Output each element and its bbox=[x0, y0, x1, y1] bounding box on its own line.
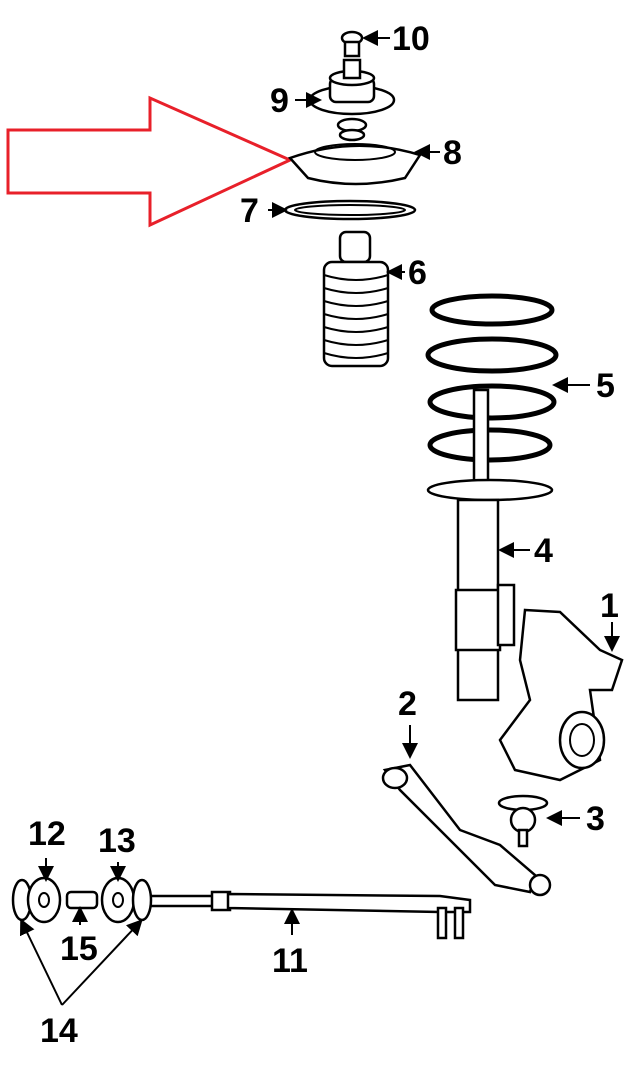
callout-11: 11 bbox=[272, 942, 308, 980]
part-7-insulator bbox=[268, 199, 417, 221]
part-5-coil-spring bbox=[425, 293, 590, 463]
part-15-sleeve bbox=[65, 890, 99, 910]
part-2-lower-control-arm bbox=[381, 725, 552, 897]
part-8-spring-seat bbox=[287, 143, 440, 186]
part-6-dust-boot bbox=[322, 230, 405, 368]
callout-15: 15 bbox=[60, 930, 98, 968]
part-11-strut-rod bbox=[148, 890, 472, 940]
part-4-strut bbox=[426, 388, 554, 702]
part-10-nut bbox=[340, 30, 390, 58]
part-9-strut-mount bbox=[295, 58, 396, 142]
callout-6: 6 bbox=[408, 254, 427, 292]
highlight-arrow bbox=[6, 95, 294, 228]
callout-13: 13 bbox=[98, 822, 136, 860]
callout-1: 1 bbox=[600, 587, 619, 625]
callout-12: 12 bbox=[28, 815, 66, 853]
part-1-steering-knuckle bbox=[498, 608, 624, 782]
callout-7: 7 bbox=[240, 192, 259, 230]
part-12-bushing bbox=[26, 876, 62, 924]
part-14-washer-right bbox=[131, 878, 153, 922]
part-3-ball-joint bbox=[497, 794, 580, 848]
callout-3: 3 bbox=[586, 800, 605, 838]
callout-8: 8 bbox=[443, 134, 462, 172]
callout-10: 10 bbox=[392, 20, 430, 58]
callout-4: 4 bbox=[534, 532, 553, 570]
callout-5: 5 bbox=[596, 367, 615, 405]
callout-14: 14 bbox=[40, 1012, 78, 1050]
part-13-bushing bbox=[100, 876, 136, 924]
callout-2: 2 bbox=[398, 685, 417, 723]
callout-9: 9 bbox=[270, 82, 289, 120]
